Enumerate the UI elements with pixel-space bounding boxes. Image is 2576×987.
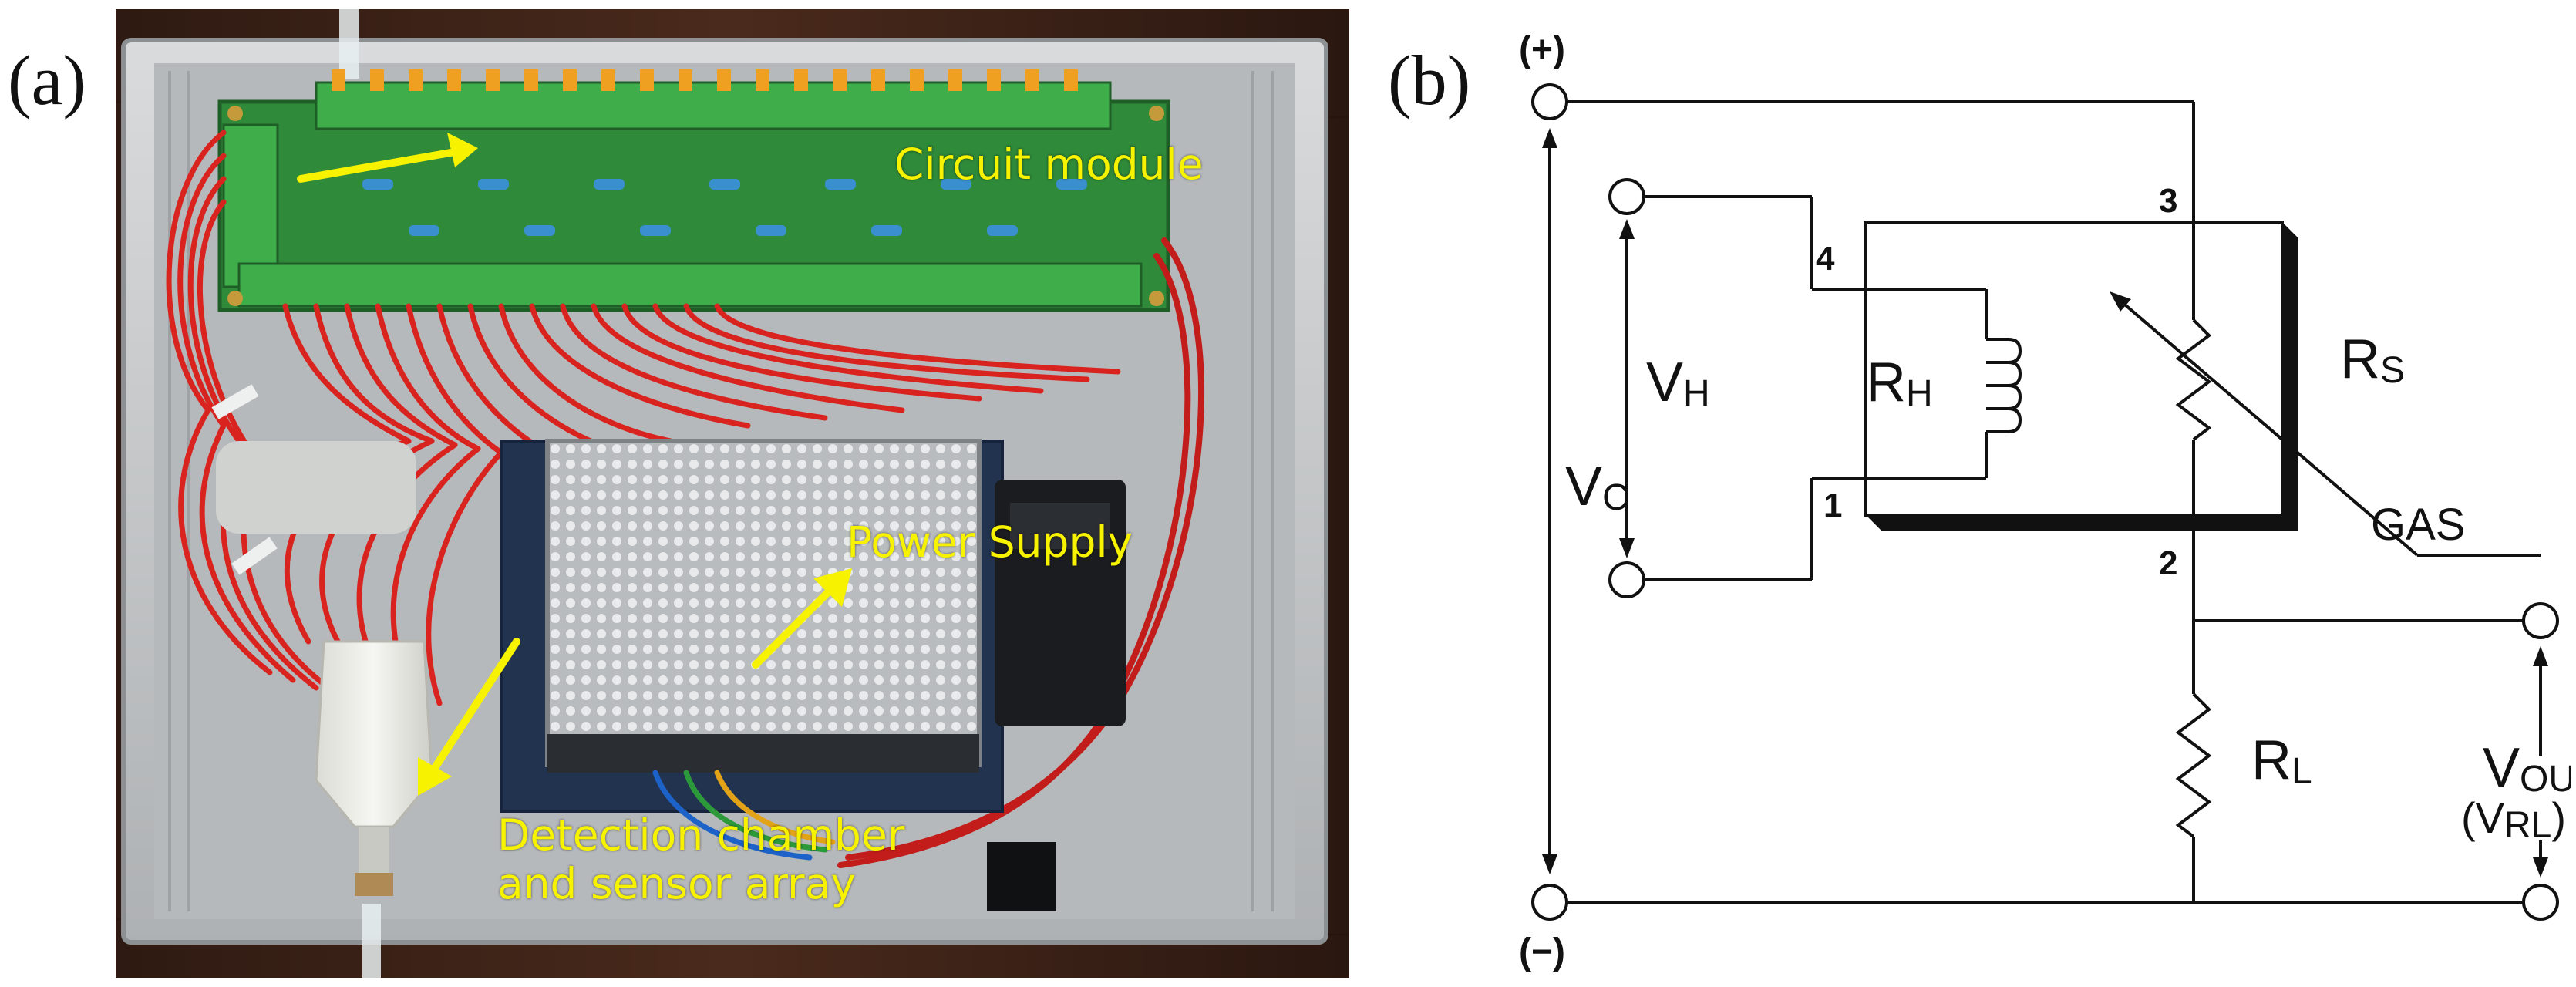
- sensor-circuit-diagram: (+) (−) 3 4 1 2 VC VH RH RS RL VOUT (VRL…: [1511, 15, 2571, 979]
- resistor-icon: [2175, 318, 2212, 441]
- device-photo: Circuit module Power Supply Detection ch…: [116, 9, 1349, 978]
- pin-3-label: 3: [2159, 182, 2177, 220]
- panel-label-a: (a): [8, 41, 87, 120]
- vout-label: VOUT: [2483, 737, 2571, 800]
- pin-2-label: 2: [2159, 544, 2177, 582]
- rs-label: RS: [2340, 328, 2405, 391]
- vc-label: VC: [1565, 456, 1629, 518]
- vrl-label: (VRL): [2461, 793, 2566, 846]
- rl-label: RL: [2251, 729, 2312, 792]
- annotation-detection-line1: Detection chamber: [497, 810, 905, 860]
- annotation-detection-line2: and sensor array: [497, 859, 856, 909]
- arrow-icon: [418, 638, 520, 796]
- arrow-icon: [2110, 291, 2131, 312]
- gas-label: GAS: [2371, 500, 2466, 550]
- panel-label-b: (b): [1388, 41, 1471, 120]
- rh-label: RH: [1866, 352, 1933, 414]
- terminal-circle-icon: [1531, 83, 2559, 921]
- pin-1-label: 1: [1823, 487, 1842, 524]
- annotation-circuit-module: Circuit module: [894, 140, 1204, 189]
- terminal-plus-label: (+): [1519, 29, 1565, 70]
- resistor-icon: [2175, 692, 2212, 838]
- arrow-icon: [297, 133, 478, 183]
- annotation-power-supply: Power Supply: [847, 517, 1133, 567]
- heater-coil-icon: [1986, 338, 2022, 433]
- vh-label: VH: [1646, 352, 1710, 414]
- terminal-minus-label: (−): [1519, 931, 1565, 972]
- sensor-package: [1864, 221, 2298, 531]
- annotation-detection-chamber: Detection chamber and sensor array: [497, 810, 905, 909]
- power-supply-box: [545, 439, 982, 773]
- detection-chamber: [216, 441, 433, 896]
- pin-4-label: 4: [1816, 240, 1835, 278]
- arrow-icon: [752, 568, 852, 669]
